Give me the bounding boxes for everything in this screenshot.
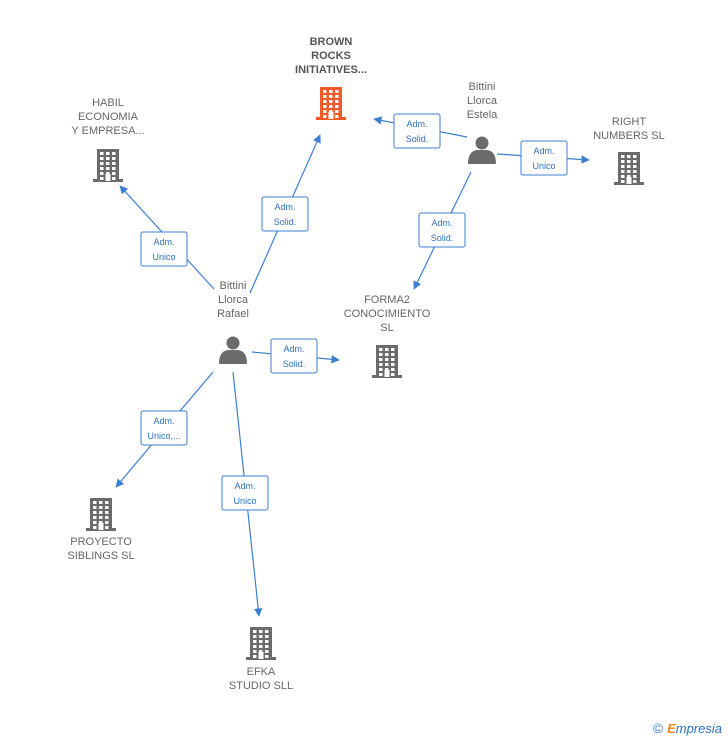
edge-label-box[interactable]	[140, 231, 188, 267]
building-icon	[93, 149, 123, 182]
building-icon	[316, 87, 346, 120]
edge-label-text: Solid.	[406, 134, 429, 144]
node-label: ECONOMIA	[78, 111, 139, 123]
brand-logo[interactable]: Empresia	[667, 720, 722, 736]
node-label: ROCKS	[311, 50, 351, 62]
edge-estela-to-right: Adm. Unico	[496, 140, 590, 176]
edge-label-text: Solid.	[283, 359, 306, 369]
node-label: NUMBERS SL	[593, 130, 665, 142]
node-label: PROYECTO	[70, 536, 132, 548]
edge-label-text: Adm.	[406, 119, 427, 129]
edge-label-box[interactable]	[221, 475, 269, 511]
edge-label-box[interactable]	[418, 212, 466, 248]
node-label: Llorca	[218, 294, 249, 306]
node-proyecto[interactable]: PROYECTO SIBLINGS SL	[67, 498, 135, 562]
node-label: FORMA2	[364, 294, 410, 306]
edge-rafael-to-forma2: Adm. Solid.	[251, 338, 340, 374]
edge-label-text: Unico,...	[147, 431, 180, 441]
edge-label-box[interactable]	[393, 113, 441, 149]
edge-rafael-to-habil: Adm. Unico	[119, 185, 215, 290]
person-icon	[468, 136, 496, 164]
edge-label-box[interactable]	[270, 338, 318, 374]
person-icon	[219, 336, 247, 364]
node-label: SIBLINGS SL	[67, 550, 134, 562]
node-label: STUDIO SLL	[229, 680, 293, 692]
edge-rafael-to-proyecto: Adm. Unico,...	[115, 371, 214, 488]
node-brown[interactable]: BROWN ROCKS INITIATIVES...	[295, 36, 367, 120]
building-icon	[86, 498, 116, 531]
edge-label-box[interactable]	[520, 140, 568, 176]
edge-rafael-to-brown: Adm. Solid.	[249, 134, 321, 294]
building-icon	[614, 152, 644, 185]
node-label: RIGHT	[612, 116, 647, 128]
node-label: INITIATIVES...	[295, 64, 367, 76]
edge-label-text: Unico	[152, 252, 175, 262]
node-label: HABIL	[92, 97, 124, 109]
edge-label-text: Adm.	[533, 146, 554, 156]
node-label: Llorca	[467, 95, 498, 107]
footer-brand: © Empresia	[653, 720, 722, 736]
edge-label-text: Unico	[233, 496, 256, 506]
node-efka[interactable]: EFKA STUDIO SLL	[229, 627, 293, 692]
edge-label-text: Adm.	[274, 202, 295, 212]
edge-label-text: Adm.	[153, 416, 174, 426]
node-habil[interactable]: HABIL ECONOMIA Y EMPRESA...	[71, 97, 145, 182]
copyright-symbol: ©	[652, 720, 664, 736]
node-right[interactable]: RIGHT NUMBERS SL	[593, 116, 665, 185]
building-icon	[372, 345, 402, 378]
edge-label-box[interactable]	[261, 196, 309, 232]
edge-label-text: Unico	[532, 161, 555, 171]
edge-label-box[interactable]	[140, 410, 188, 446]
edge-label-text: Adm.	[153, 237, 174, 247]
node-label: EFKA	[247, 666, 276, 678]
node-label: SL	[380, 322, 393, 334]
node-label: Y EMPRESA...	[71, 125, 144, 137]
building-icon	[246, 627, 276, 660]
node-label: Bittini	[220, 280, 247, 292]
edge-estela-to-forma2: Adm. Solid.	[413, 171, 472, 290]
edge-label-text: Adm.	[234, 481, 255, 491]
node-label: Estela	[467, 109, 498, 121]
edge-estela-to-brown: Adm. Solid.	[373, 113, 468, 149]
edge-rafael-to-efka: Adm. Unico	[221, 371, 269, 617]
node-label: Rafael	[217, 308, 249, 320]
edge-label-text: Solid.	[431, 233, 454, 243]
edge-label-text: Adm.	[283, 344, 304, 354]
node-label: BROWN	[310, 36, 353, 48]
node-label: CONOCIMIENTO	[344, 308, 431, 320]
edge-label-text: Solid.	[274, 217, 297, 227]
node-label: Bittini	[469, 81, 496, 93]
edge-label-text: Adm.	[431, 218, 452, 228]
